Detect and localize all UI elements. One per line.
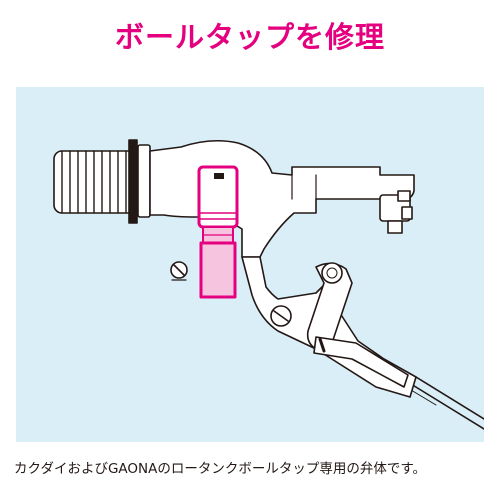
valve-plug-highlight [197,165,239,299]
body-screw [170,261,188,281]
float-arm [405,376,484,430]
valve-body [149,139,415,258]
ball-tap-diagram [53,139,484,430]
threaded-shank [53,150,137,214]
outlet-nozzle [379,190,413,234]
pivot-pin-top [321,262,343,284]
pivot-screw [270,305,292,327]
caption: カクダイおよびGAONAのロータンクボールタップ専用の弁体です。 [14,461,427,477]
rod-sleeve [313,336,409,388]
flange [137,144,151,218]
page-title: ボールタップを修理 [114,20,385,54]
illustration-panel [16,87,484,442]
gasket [128,139,138,224]
